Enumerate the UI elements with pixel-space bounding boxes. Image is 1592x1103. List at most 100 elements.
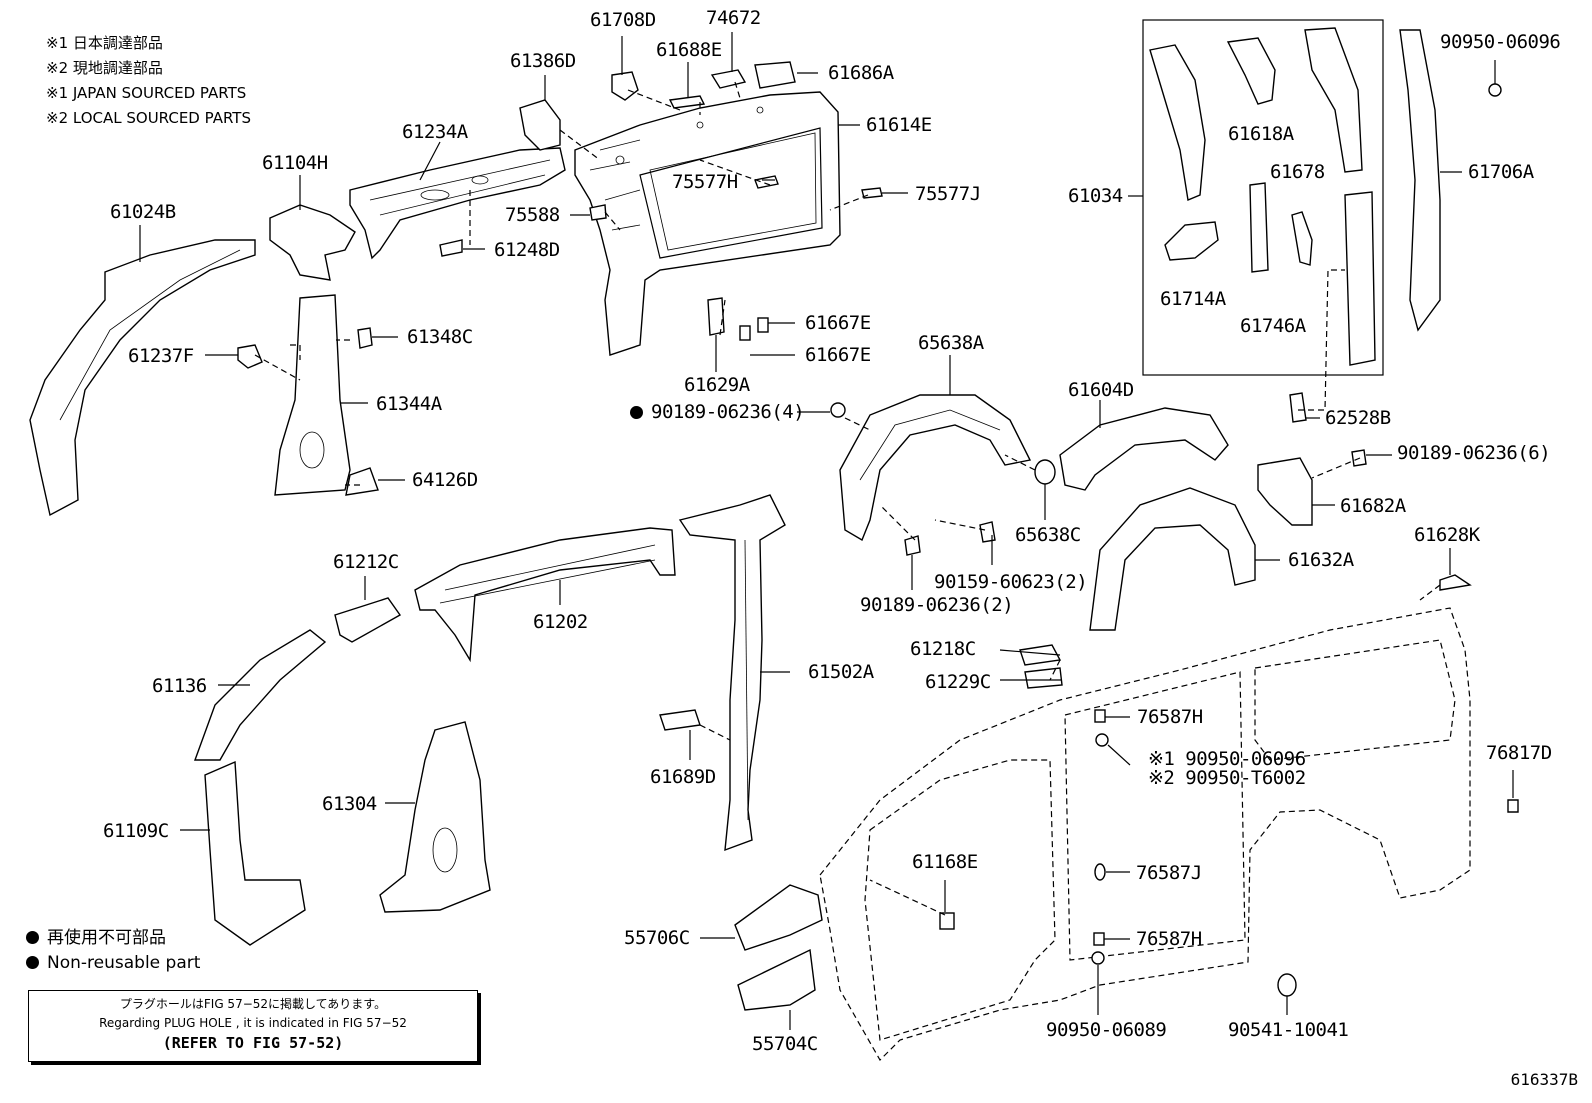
label-90950-06096-mid: ※1 90950-06096 — [1148, 748, 1306, 770]
note-local-jp: ※2 現地調達部品 — [46, 59, 163, 77]
label-61502a: 61502A — [808, 661, 874, 683]
bracket-61237f-shape — [237, 344, 263, 369]
label-61706a: 61706A — [1468, 161, 1534, 183]
label-61248d: 61248D — [494, 239, 560, 261]
liner-65638a-shape — [839, 394, 1032, 542]
label-61629a: 61629A — [684, 374, 750, 396]
label-65638c: 65638C — [1015, 524, 1081, 546]
plug-note-jp: プラグホールはFIG 57−52に掲載してあります。 — [119, 997, 387, 1011]
label-61614e: 61614E — [866, 114, 932, 136]
part-inset-a-shape — [1149, 44, 1206, 201]
plug-90950-06089-shape — [1091, 951, 1105, 965]
screw-90159-shape — [979, 521, 996, 543]
legend-dot-icon — [26, 956, 39, 969]
pad-76587j-shape — [1094, 863, 1106, 881]
label-90541-10041: 90541-10041 — [1228, 1019, 1349, 1041]
pillar-61344a-shape — [274, 294, 351, 496]
clip-90189-4-shape — [830, 402, 846, 418]
side-panel-outline — [819, 607, 1519, 1061]
panel-61614e-shape — [574, 91, 841, 356]
label-61136: 61136 — [152, 675, 207, 697]
label-61109c: 61109C — [103, 820, 169, 842]
label-62528b: 62528B — [1325, 407, 1391, 429]
label-61212c: 61212C — [333, 551, 399, 573]
pillar-61706a-shape — [1399, 29, 1441, 332]
label-61348c: 61348C — [407, 326, 473, 348]
label-61234a: 61234A — [402, 121, 468, 143]
bracket-61348c-shape — [357, 327, 373, 349]
pad-76587h-1-shape — [1094, 709, 1106, 723]
clip-61248d-shape — [439, 239, 463, 257]
rail-61136-shape — [194, 629, 327, 761]
label-55704c: 55704C — [752, 1033, 818, 1055]
pillar-61109c-shape — [204, 760, 306, 946]
legend-dot-icon — [26, 931, 39, 944]
label-75577j: 75577J — [915, 183, 981, 205]
leader-lines — [139, 32, 1514, 1030]
bracket-55706c-shape — [734, 884, 823, 951]
bracket-61386d-shape — [519, 99, 561, 151]
label-61168e: 61168E — [912, 851, 978, 873]
legend-en: Non-reusable part — [26, 953, 200, 973]
clip-61629a-shape — [707, 297, 725, 336]
note-japan-en: ※1 JAPAN SOURCED PARTS — [46, 84, 247, 102]
label-61202: 61202 — [533, 611, 588, 633]
rail-61202-shape — [414, 527, 676, 663]
label-61034: 61034 — [1068, 185, 1123, 207]
plug-note-en: Regarding PLUG HOLE , it is indicated in… — [99, 1016, 407, 1030]
label-75588: 75588 — [505, 204, 560, 226]
clip-65638c-shape — [1034, 459, 1056, 485]
bracket-61689d-shape — [659, 709, 701, 731]
label-90950-06096-top: 90950-06096 — [1440, 31, 1561, 53]
clip-76817d-shape — [1507, 799, 1519, 813]
plug-90950-top-shape — [1488, 83, 1502, 97]
label-75577h: 75577H — [672, 171, 738, 193]
label-90189-06236-6: 90189-06236(6) — [1397, 442, 1551, 464]
part-62528b-shape — [1289, 392, 1307, 423]
dashed-guides — [469, 81, 1441, 916]
part-61746a-shape — [1344, 191, 1376, 366]
label-65638a: 65638A — [918, 332, 984, 354]
bracket-61104h-shape — [269, 204, 356, 281]
bracket-61708d-shape — [611, 71, 639, 101]
label-61682a: 61682A — [1340, 495, 1406, 517]
pillar-61304-shape — [379, 721, 491, 913]
label-61237f: 61237F — [128, 345, 194, 367]
label-76587h-2: 76587H — [1136, 928, 1202, 950]
legend-jp: 再使用不可部品 — [26, 928, 166, 948]
label-61628k: 61628K — [1414, 524, 1480, 546]
label-61708d: 61708D — [590, 9, 656, 31]
figure-number: 616337B — [1510, 1070, 1578, 1089]
label-76817d: 76817D — [1486, 742, 1552, 764]
label-61304: 61304 — [322, 793, 377, 815]
label-61688e: 61688E — [656, 39, 722, 61]
label-61714a: 61714A — [1160, 288, 1226, 310]
arch-61632a-shape — [1089, 487, 1256, 631]
plug-mid-shape — [1095, 733, 1109, 747]
part-61678-shape — [1291, 211, 1313, 266]
note-local-en: ※2 LOCAL SOURCED PARTS — [46, 109, 251, 127]
label-76587h-1: 76587H — [1137, 706, 1203, 728]
clip-75588-shape — [589, 204, 607, 221]
label-61386d: 61386D — [510, 50, 576, 72]
pillar-61502a-shape — [678, 494, 786, 852]
label-61689d: 61689D — [650, 766, 716, 788]
label-61604d: 61604D — [1068, 379, 1134, 401]
liner-61682a-shape — [1257, 457, 1313, 526]
label-61344a: 61344A — [376, 393, 442, 415]
label-76587j: 76587J — [1136, 862, 1202, 884]
pad-61667e-1-shape — [757, 317, 769, 333]
label-90950-06089: 90950-06089 — [1046, 1019, 1167, 1041]
nut-61168e-shape — [939, 912, 955, 930]
label-64126d: 64126D — [412, 469, 478, 491]
label-74672: 74672 — [706, 7, 761, 29]
plug-note-ref: (REFER TO FIG 57-52) — [162, 1034, 344, 1052]
label-61229c: 61229C — [925, 671, 991, 693]
label-61218c: 61218C — [910, 638, 976, 660]
part-inset-b-shape — [1226, 37, 1276, 105]
bracket-61212c-shape — [334, 597, 402, 643]
pad-76587h-2-shape — [1093, 932, 1105, 946]
bracket-61628k-shape — [1439, 574, 1472, 591]
